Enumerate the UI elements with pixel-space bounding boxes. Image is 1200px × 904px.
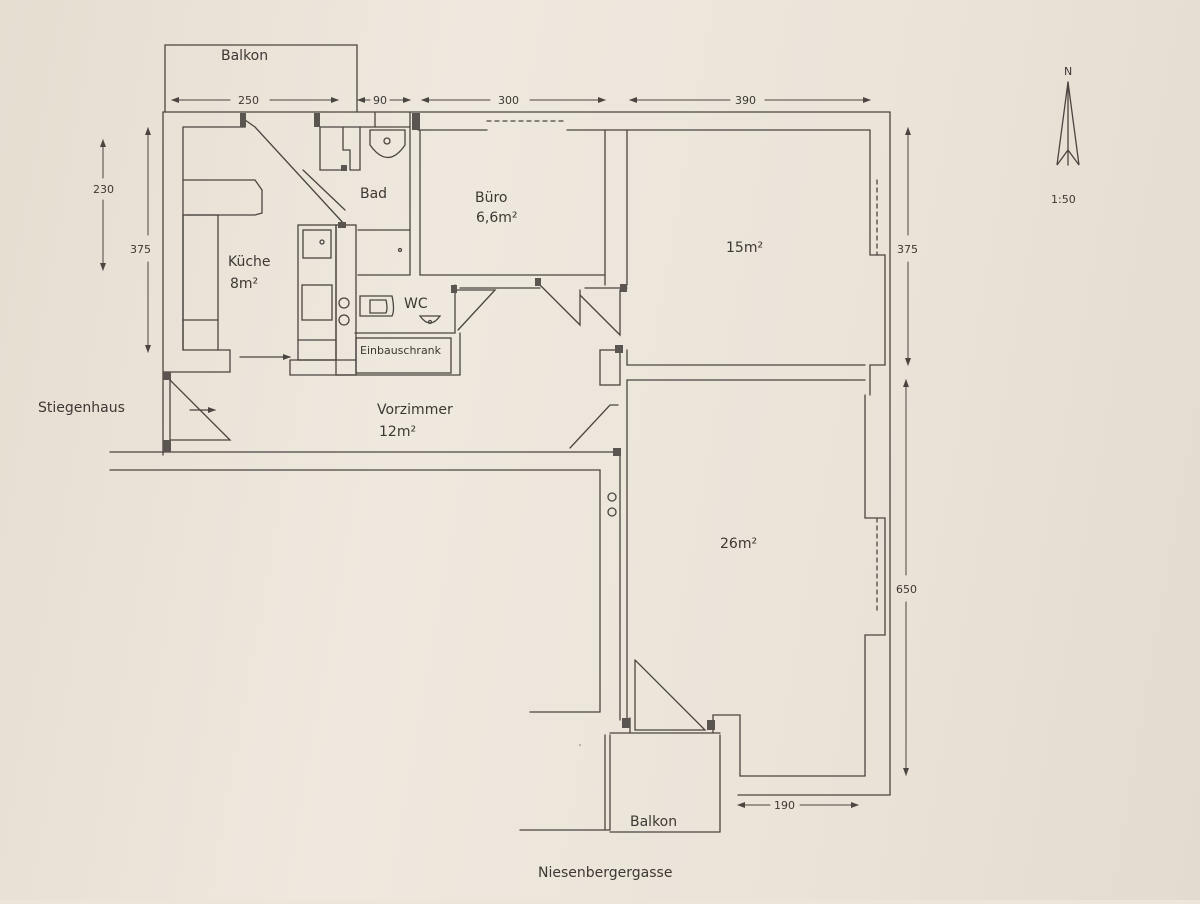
hallway-area: 12m² xyxy=(379,424,416,440)
bathroom-fixtures xyxy=(302,111,411,376)
dim-left-230: 230 xyxy=(93,183,114,196)
balcony-bottom-label: Balkon xyxy=(630,814,677,830)
room26-door xyxy=(569,404,619,449)
north-arrow-icon xyxy=(1056,81,1080,166)
room15-door xyxy=(579,289,621,386)
balcony-top-label: Balkon xyxy=(221,48,268,64)
kitchen-fixtures xyxy=(182,118,346,361)
compass-north-label: N xyxy=(1064,65,1072,78)
wardrobe-label: Einbauschrank xyxy=(360,344,442,357)
scale-label: 1:50 xyxy=(1051,193,1076,206)
dim-bottom-190: 190 xyxy=(774,799,795,812)
built-in-wardrobe xyxy=(289,332,461,376)
wc-fixtures xyxy=(338,284,497,334)
dim-top-250: 250 xyxy=(238,94,259,107)
dim-right-375: 375 xyxy=(897,243,918,256)
office-door xyxy=(539,284,581,327)
kitchen-area: 8m² xyxy=(230,276,258,292)
stairwell-label: Stiegenhaus xyxy=(38,400,125,416)
dim-top-300: 300 xyxy=(498,94,519,107)
window-lines xyxy=(486,120,878,611)
dimension-lines xyxy=(100,97,911,808)
balcony-bottom xyxy=(519,659,721,833)
dim-right-650: 650 xyxy=(896,583,917,596)
office-label: Büro xyxy=(475,190,508,206)
bathroom-label: Bad xyxy=(360,186,387,202)
office-area: 6,6m² xyxy=(476,210,518,226)
balcony-top xyxy=(164,44,358,113)
dim-left-375: 375 xyxy=(130,243,151,256)
room-15-label: 15m² xyxy=(726,240,763,256)
wc-label: WC xyxy=(404,296,428,312)
stairwell-entrance xyxy=(169,379,232,451)
room-26-label: 26m² xyxy=(720,536,757,552)
chimney-circles xyxy=(607,492,617,517)
street-label: Niesenbergergasse xyxy=(538,865,672,881)
kitchen-label: Küche xyxy=(228,254,271,270)
dim-top-90: 90 xyxy=(373,94,387,107)
dim-top-390: 390 xyxy=(735,94,756,107)
hallway-label: Vorzimmer xyxy=(377,402,453,418)
wall-markers xyxy=(163,113,715,730)
